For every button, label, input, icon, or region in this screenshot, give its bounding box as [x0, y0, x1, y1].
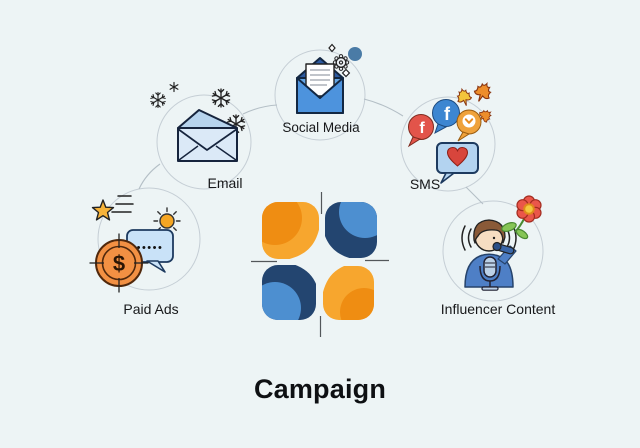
- coin-symbol: $: [113, 251, 125, 276]
- heart-icon: [446, 146, 469, 167]
- dot-icon: [348, 47, 362, 61]
- influencer-icon: [461, 195, 542, 291]
- flower-icon: [501, 195, 542, 240]
- email-icon: [150, 81, 245, 162]
- connector-sms-influencer: [465, 186, 484, 205]
- gear-icon: [332, 54, 350, 71]
- node-circles: [97, 49, 544, 302]
- snowflake-icon: [212, 89, 230, 107]
- logo-crosshair-ticks: [251, 192, 389, 337]
- leaf-icon: [454, 86, 474, 109]
- snowflake-icon: [150, 93, 165, 108]
- social-media-label: Social Media: [282, 120, 360, 135]
- logo-star-gap: [281, 220, 361, 302]
- paid-ads-label: Paid Ads: [123, 301, 179, 317]
- facebook-letter: f: [419, 120, 425, 137]
- page-title: Campaign: [253, 374, 387, 404]
- facebook-bubble-blue-icon: f: [432, 99, 460, 135]
- circle-paid-ads: [97, 187, 201, 291]
- circle-email: [156, 94, 252, 190]
- circle-influencer: [442, 200, 544, 302]
- diamond-icon: [328, 43, 336, 53]
- diamond-icon: [341, 68, 351, 78]
- star-icon: [91, 199, 115, 221]
- bubble-dots: •••••: [137, 242, 164, 254]
- sun-icon: [153, 207, 181, 235]
- handheld-microphone-icon: [492, 241, 515, 255]
- coin-target-icon: $: [89, 233, 149, 293]
- social-media-icon: [296, 43, 362, 114]
- facebook-bubble-red-icon: f: [407, 114, 434, 148]
- leaf-icon: [470, 79, 495, 106]
- email-label: Email: [207, 175, 243, 191]
- stand-microphone-icon: [479, 256, 501, 291]
- facebook-letter: f: [444, 104, 451, 124]
- campaign-logo: [251, 192, 389, 337]
- connector-lines: [138, 98, 484, 205]
- snowflake-icon: [169, 81, 179, 93]
- speed-lines: [111, 195, 134, 213]
- heart-bubble-icon: [436, 142, 479, 184]
- chevron-bubble-icon: [456, 109, 482, 142]
- connector-email-social: [242, 104, 278, 115]
- open-envelope-icon: [177, 109, 238, 162]
- connector-paidads-email: [138, 163, 161, 190]
- envelope-letter-icon: [296, 57, 344, 114]
- connector-social-sms: [363, 98, 404, 117]
- circle-sms: [400, 96, 496, 192]
- circle-social-media: [274, 49, 366, 141]
- sms-label: SMS: [409, 176, 441, 192]
- sms-icon: f f: [407, 79, 495, 184]
- influencer-content-label: Influencer Content: [440, 301, 556, 317]
- paid-ads-icon: ••••• $: [89, 195, 181, 293]
